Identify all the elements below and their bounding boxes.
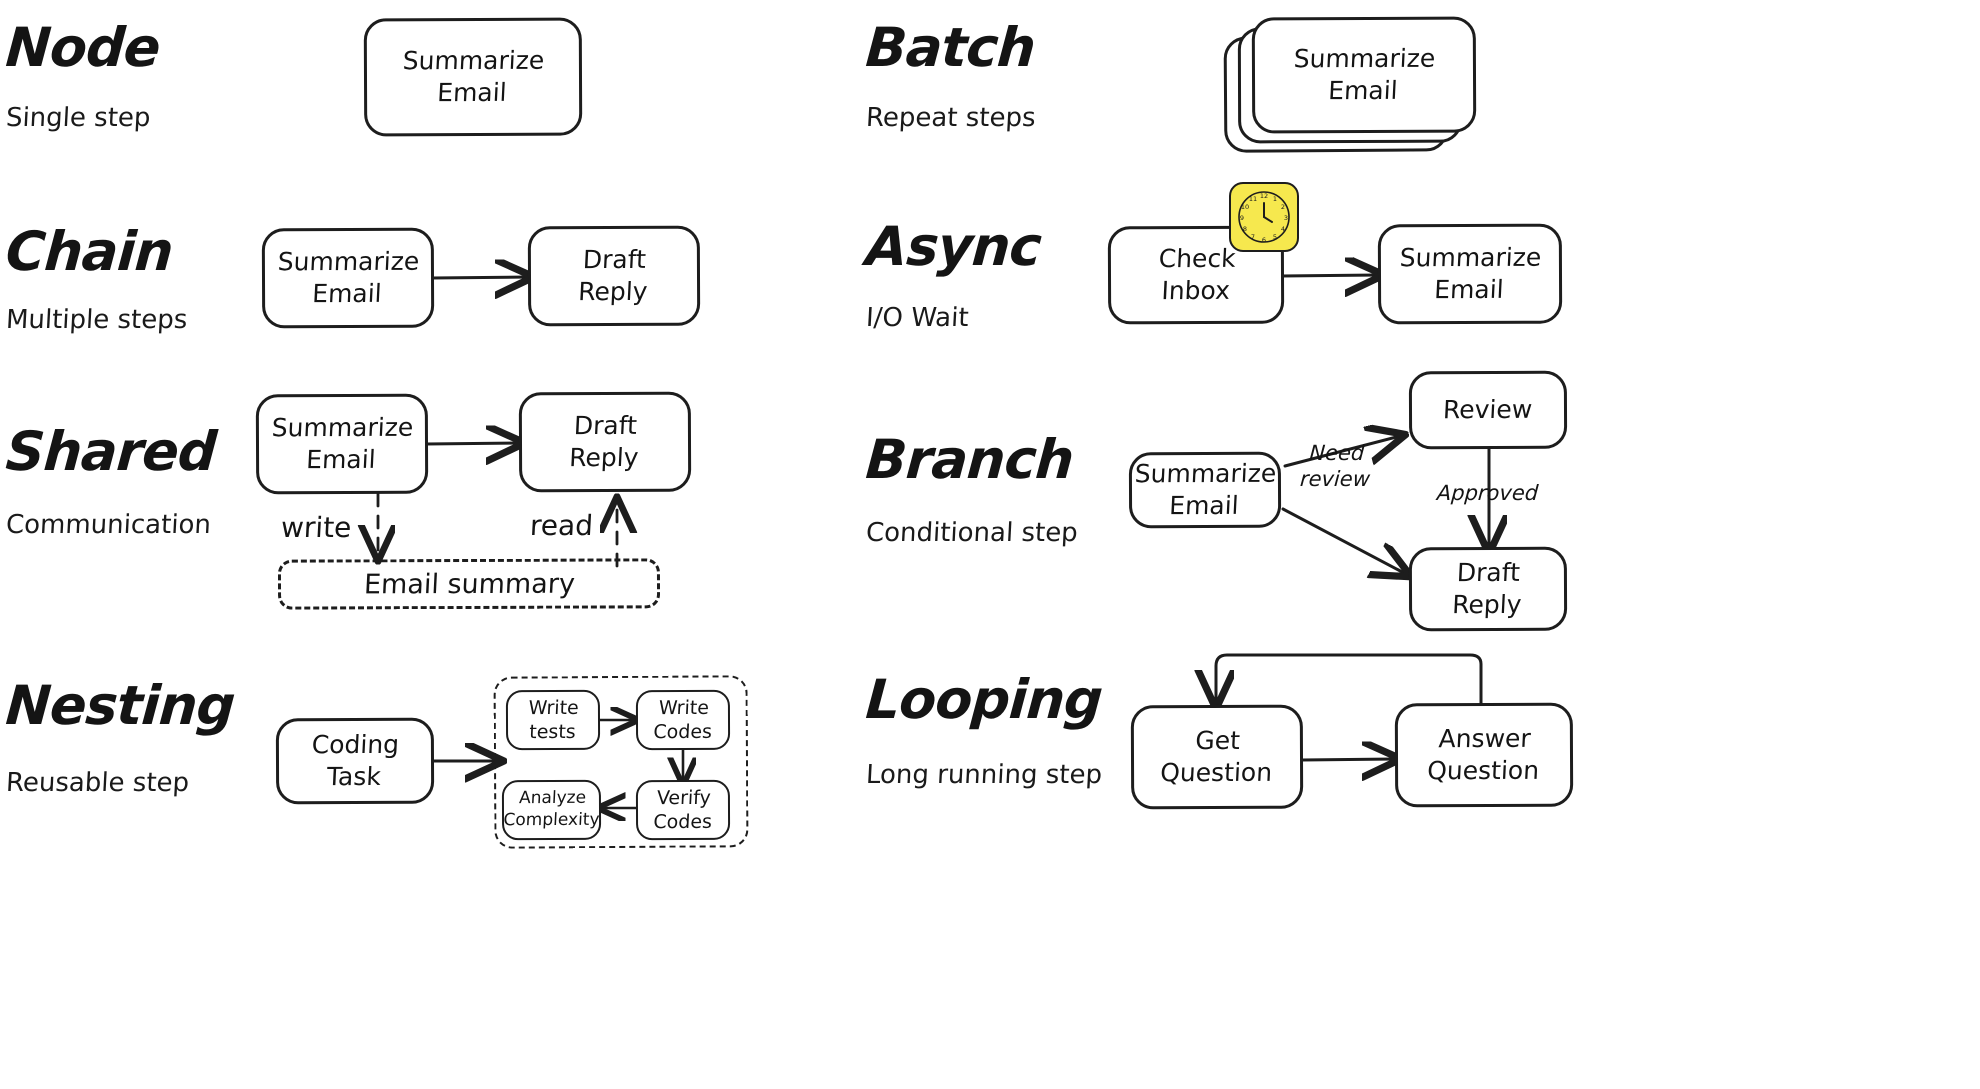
svg-text:1: 1 bbox=[1273, 195, 1277, 203]
edge-shared-summarize-to-draft bbox=[424, 443, 519, 444]
edge-label-need-review: Need review bbox=[1299, 440, 1373, 493]
section-subheading-node: Single step bbox=[5, 103, 152, 133]
section-subheading-looping: Long running step bbox=[865, 760, 1103, 790]
node-branch-review[interactable]: Review bbox=[1408, 370, 1568, 450]
svg-text:12: 12 bbox=[1260, 192, 1268, 200]
section-subheading-shared: Communication bbox=[5, 510, 212, 540]
section-heading-looping: Looping bbox=[863, 668, 1105, 731]
section-heading-batch: Batch bbox=[863, 16, 1038, 79]
section-heading-shared: Shared bbox=[3, 420, 218, 483]
svg-text:10: 10 bbox=[1241, 203, 1249, 211]
clock-icon: 12 1 2 3 4 5 6 7 8 9 10 11 bbox=[1229, 182, 1299, 252]
svg-text:4: 4 bbox=[1281, 225, 1285, 233]
shared-store-label: Email summary bbox=[362, 568, 576, 600]
edge-label-line1: Need bbox=[1308, 441, 1366, 465]
svg-text:3: 3 bbox=[1284, 214, 1288, 222]
svg-text:8: 8 bbox=[1243, 225, 1247, 233]
section-subheading-nesting: Reusable step bbox=[5, 768, 190, 798]
edge-label-approved: Approved bbox=[1436, 481, 1540, 505]
svg-text:2: 2 bbox=[1281, 203, 1285, 211]
section-heading-node: Node bbox=[3, 16, 162, 79]
section-heading-branch: Branch bbox=[863, 428, 1076, 491]
shared-store-email-summary[interactable]: Email summary bbox=[277, 558, 661, 610]
svg-text:11: 11 bbox=[1249, 195, 1257, 203]
section-subheading-chain: Multiple steps bbox=[5, 305, 189, 335]
svg-text:9: 9 bbox=[1240, 214, 1244, 222]
section-subheading-branch: Conditional step bbox=[865, 518, 1079, 548]
edge-label-write: write bbox=[280, 511, 353, 544]
clock-face: 12 1 2 3 4 5 6 7 8 9 10 11 bbox=[1238, 191, 1290, 244]
svg-text:7: 7 bbox=[1251, 233, 1255, 241]
edge-label-read: read bbox=[529, 509, 594, 542]
svg-text:6: 6 bbox=[1262, 236, 1266, 244]
edge-label-line2: review bbox=[1299, 467, 1371, 492]
section-heading-chain: Chain bbox=[3, 220, 175, 283]
section-heading-nesting: Nesting bbox=[3, 674, 237, 737]
edge-looping-get-to-answer bbox=[1300, 759, 1395, 760]
section-subheading-batch: Repeat steps bbox=[865, 103, 1037, 133]
edge-branch-summarize-to-draft bbox=[1281, 507, 1406, 574]
section-heading-async: Async bbox=[863, 215, 1043, 278]
section-subheading-async: I/O Wait bbox=[865, 303, 970, 333]
node-label: Review bbox=[1442, 394, 1534, 425]
edge-chain-summarize-to-draft bbox=[430, 277, 528, 278]
svg-text:5: 5 bbox=[1273, 233, 1277, 241]
edge-async-check-to-summarize bbox=[1279, 275, 1378, 276]
